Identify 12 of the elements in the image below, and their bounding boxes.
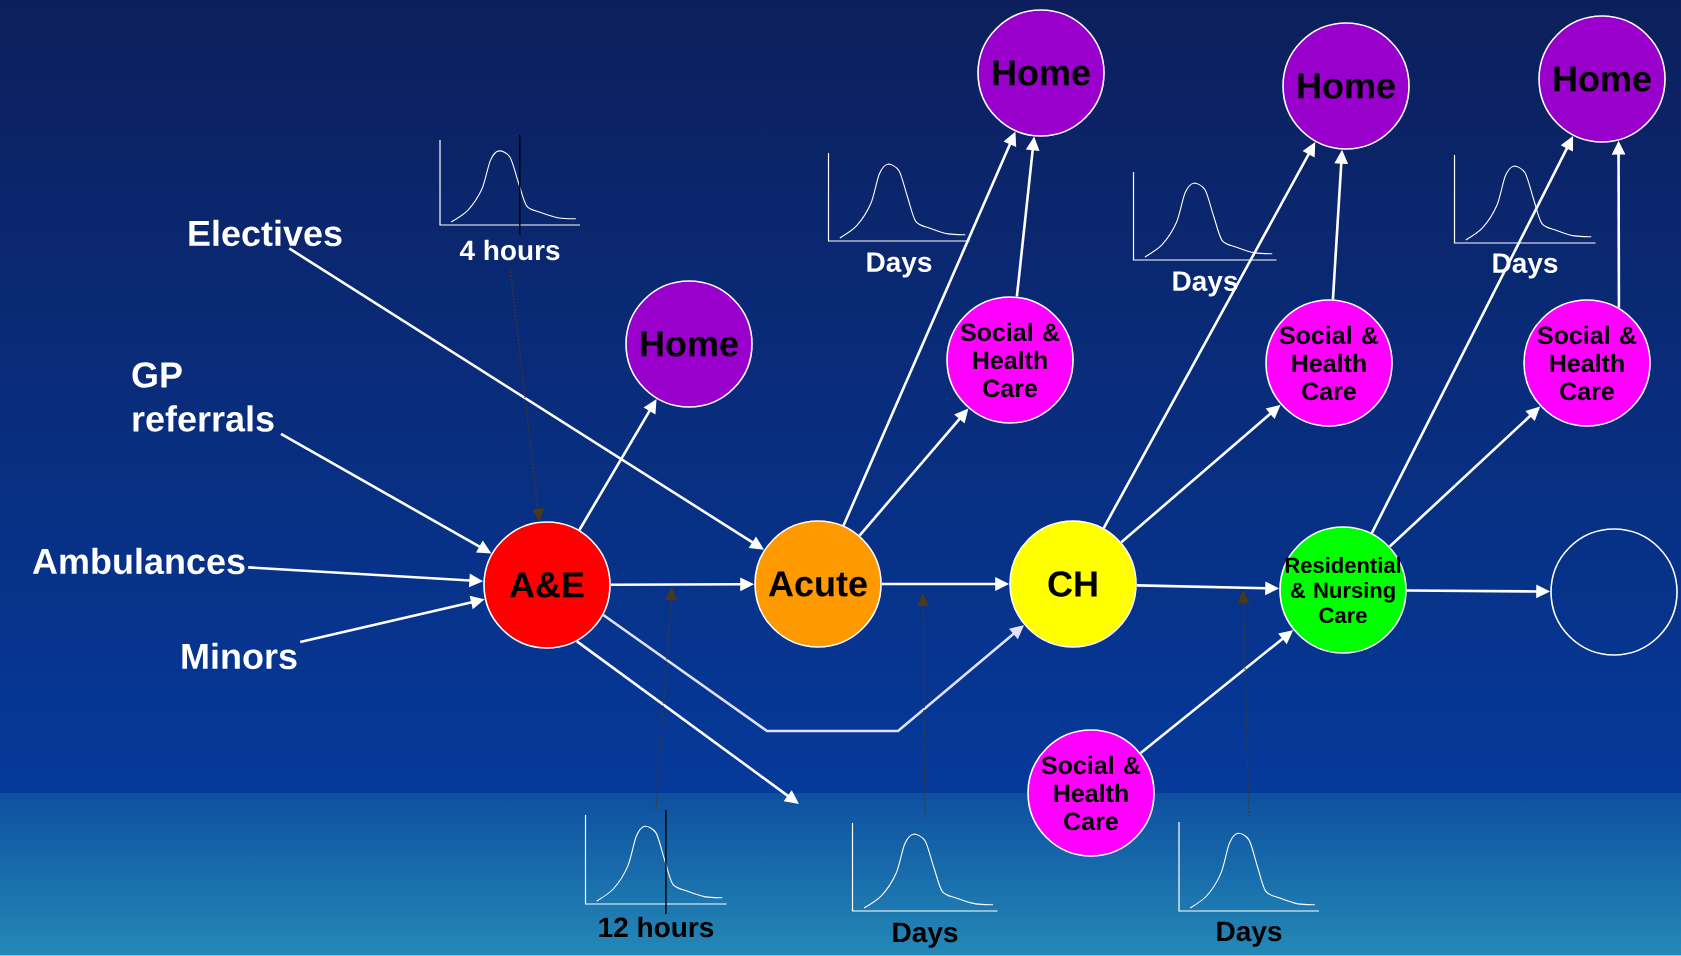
source-label: Minors <box>182 642 297 670</box>
source-label: Ambulances <box>32 547 245 575</box>
distribution-chart: 4 hours <box>439 134 581 261</box>
empty-circle <box>1550 528 1678 656</box>
dotted-arrow <box>1237 590 1250 817</box>
distribution-chart: Days <box>1178 821 1320 947</box>
source-label: GP referrals <box>132 362 274 432</box>
distribution-chart: Days <box>851 822 999 948</box>
distribution-chart: Days <box>827 152 971 278</box>
distribution-chart: Days <box>1132 171 1278 297</box>
source-label: Electives <box>189 219 342 247</box>
distribution-chart: 12 hours <box>584 809 728 938</box>
